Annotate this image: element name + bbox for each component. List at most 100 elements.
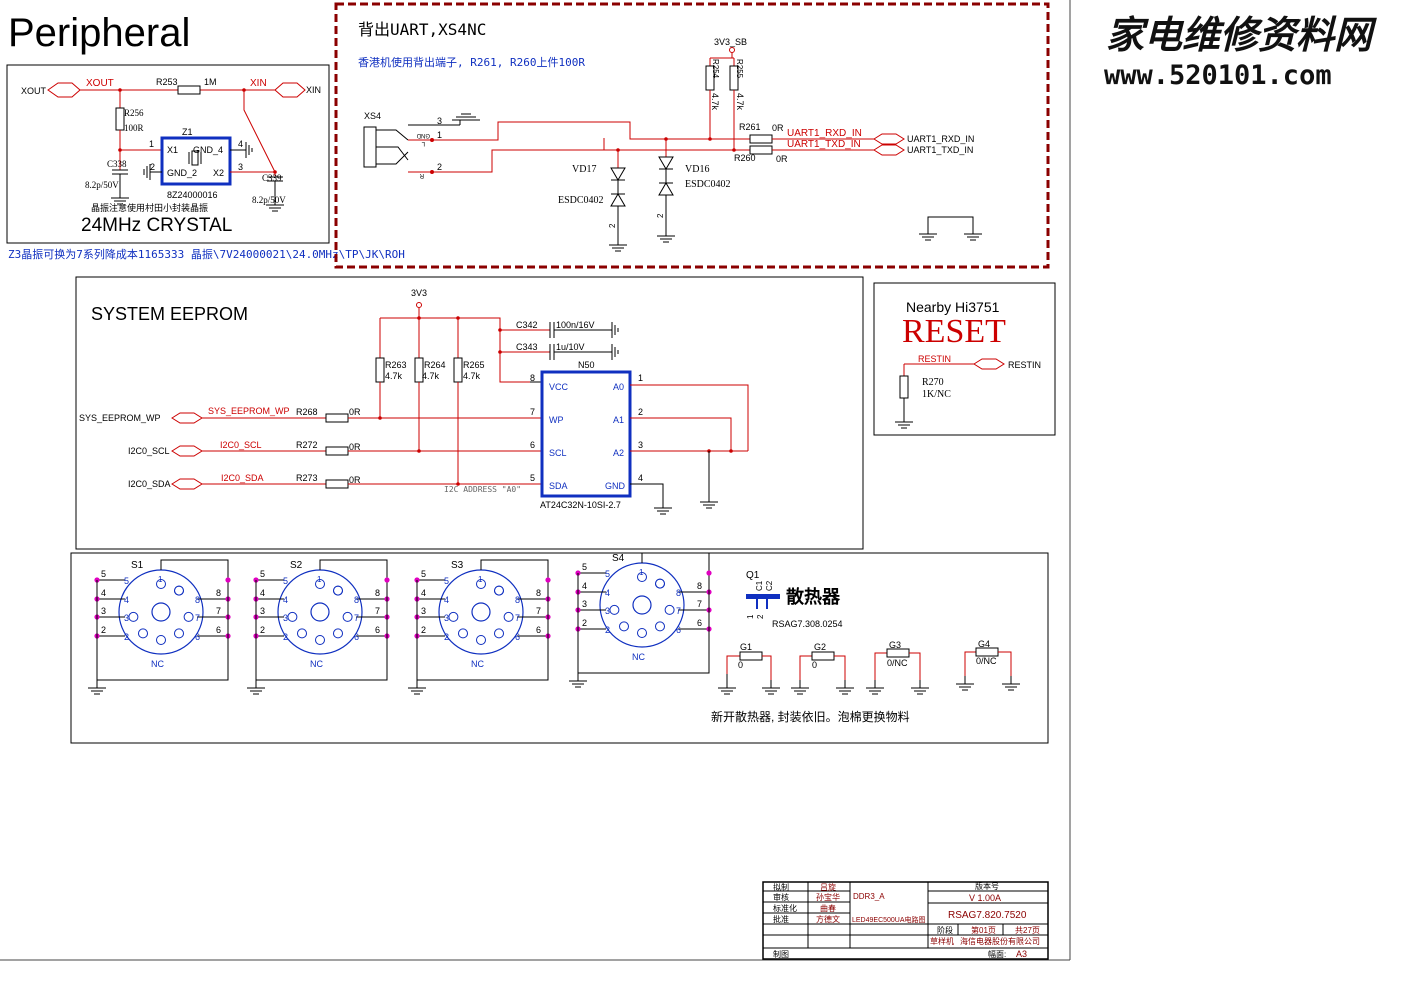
- r273-value: 0R: [349, 475, 361, 485]
- sheet-border: [0, 0, 1071, 961]
- z1-ref: Z1: [182, 127, 193, 137]
- r264-ref: R264: [424, 360, 446, 370]
- tb-product: LED49EC500UA电路图: [852, 915, 926, 924]
- socket-pin-inner: 3: [124, 613, 129, 623]
- socket-pin-inner: 3: [605, 606, 610, 616]
- z1-gnd4: GND_4: [193, 145, 223, 155]
- tb-std-label: 标准化: [773, 903, 797, 913]
- title-block: 拟制 吕旋 审核 孙宝华 标准化 曲春 批准 方德文 DDR3_A LED49E…: [762, 881, 1049, 960]
- socket-pin-label: 2: [582, 618, 587, 628]
- xs4-r: R: [419, 172, 424, 178]
- r260-ref: R260: [734, 153, 756, 163]
- r273-ref: R273: [296, 473, 318, 483]
- net-uart-txd: UART1_TXD_IN: [787, 139, 861, 150]
- socket-pin-label: 3: [582, 599, 587, 609]
- tb-page: 第01页: [971, 925, 996, 935]
- sockets-note: 新开散热器, 封装依旧。泡棉更换物料: [711, 709, 910, 724]
- socket-pin-inner: 8: [515, 595, 520, 605]
- r268-value: 0R: [349, 407, 361, 417]
- eeprom-supply: 3V3: [411, 288, 427, 298]
- port-i2c0-sda: I2C0_SDA: [128, 479, 171, 489]
- socket-pin-inner: 1: [158, 575, 163, 584]
- heatsink-label: 散热器: [786, 586, 841, 607]
- c343-ref: C343: [516, 342, 538, 352]
- socket-pin-inner: 7: [354, 613, 359, 623]
- eeprom-heading: SYSTEM EEPROM: [91, 304, 248, 324]
- watermark-url: www.520101.com: [1104, 60, 1332, 91]
- vd17-pin: 2: [608, 223, 617, 228]
- n50-a2: A2: [613, 448, 624, 458]
- z1-pin1: 1: [149, 139, 154, 149]
- socket-pin-inner: 4: [124, 595, 129, 605]
- xs4-pin2: 2: [437, 162, 442, 172]
- c342-value: 100n/16V: [556, 320, 595, 330]
- n50-pin4: 4: [638, 473, 643, 483]
- socket-ref: S4: [612, 553, 625, 564]
- socket-pin-inner: 8: [195, 595, 200, 605]
- socket-pin-inner: 2: [124, 632, 129, 642]
- crystal-heading: 24MHz CRYSTAL: [81, 215, 232, 236]
- tb-company: 海信电器股份有限公司: [960, 936, 1040, 946]
- g3-jumper: G3 0/NC: [865, 640, 930, 695]
- socket-pin-label: 4: [582, 581, 587, 591]
- z1-gnd2: GND_2: [167, 168, 197, 178]
- xs4-ref: XS4: [364, 111, 381, 121]
- socket-pin-label: 7: [216, 606, 221, 616]
- c338-ref: C338: [107, 159, 127, 169]
- n50-part: AT24C32N-10SI-2.7: [540, 500, 621, 510]
- socket-pin-label: 2: [260, 625, 265, 635]
- r256-value: 100R: [124, 123, 144, 133]
- socket-pin-label: 8: [375, 588, 380, 598]
- g1-value: 0: [738, 660, 743, 670]
- xs4-body: [363, 126, 377, 168]
- net-eeprom-wp: SYS_EEPROM_WP: [208, 406, 290, 416]
- z1-x1: X1: [167, 145, 178, 155]
- socket-pin-inner: 1: [639, 568, 644, 577]
- net-xin: XIN: [250, 78, 267, 89]
- socket-pin-label: 8: [216, 588, 221, 598]
- c338-value: 8.2p/50V: [85, 180, 119, 190]
- socket-pin-label: 3: [101, 606, 106, 616]
- port-eeprom-wp: SYS_EEPROM_WP: [79, 413, 161, 423]
- tb-approve-name: 方德文: [816, 914, 840, 924]
- socket-pin-inner: 2: [444, 632, 449, 642]
- socket-pin-inner: 6: [354, 632, 359, 642]
- socket-pin-label: 2: [421, 625, 426, 635]
- port-xin: XIN: [306, 85, 321, 95]
- r255-value: 4.7k: [735, 93, 745, 111]
- r255-ref: R255: [735, 59, 744, 79]
- vd17-part: ESDC0402: [558, 195, 604, 206]
- socket-ref: S2: [290, 560, 303, 571]
- socket-pin-label: 7: [536, 606, 541, 616]
- socket-pin-label: 5: [582, 562, 587, 572]
- n50-pin7: 7: [530, 407, 535, 417]
- port-uart-rxd: UART1_RXD_IN: [907, 134, 974, 144]
- q1-ref: Q1: [746, 570, 760, 581]
- socket-pin-label: 4: [260, 588, 265, 598]
- z1-pin2: 2: [150, 162, 155, 172]
- r272-ref: R272: [296, 440, 318, 450]
- r263-body: [375, 357, 385, 383]
- r268-body: [325, 413, 349, 423]
- heatsink-part: RSAG7.308.0254: [772, 619, 843, 629]
- socket-pin-label: 6: [536, 625, 541, 635]
- q1-p1: 1: [746, 614, 755, 619]
- n50-pin3: 3: [638, 440, 643, 450]
- socket-pin-inner: 2: [283, 632, 288, 642]
- tb-size: A3: [1016, 949, 1027, 959]
- socket-pin-inner: 8: [354, 595, 359, 605]
- z1-pin3: 3: [238, 162, 243, 172]
- vd17-ref: VD17: [572, 164, 596, 175]
- r261-value: 0R: [772, 123, 784, 133]
- z1-pin4: 4: [238, 139, 243, 149]
- q1-p2: 2: [756, 614, 765, 619]
- g2-jumper: G2 0: [790, 642, 855, 695]
- r253-value: 1M: [204, 77, 217, 87]
- tb-stage: 草样机: [930, 936, 954, 946]
- socket-pin-inner: 7: [676, 606, 681, 616]
- socket-pin-label: 6: [216, 625, 221, 635]
- socket-nc-label: NC: [632, 652, 645, 662]
